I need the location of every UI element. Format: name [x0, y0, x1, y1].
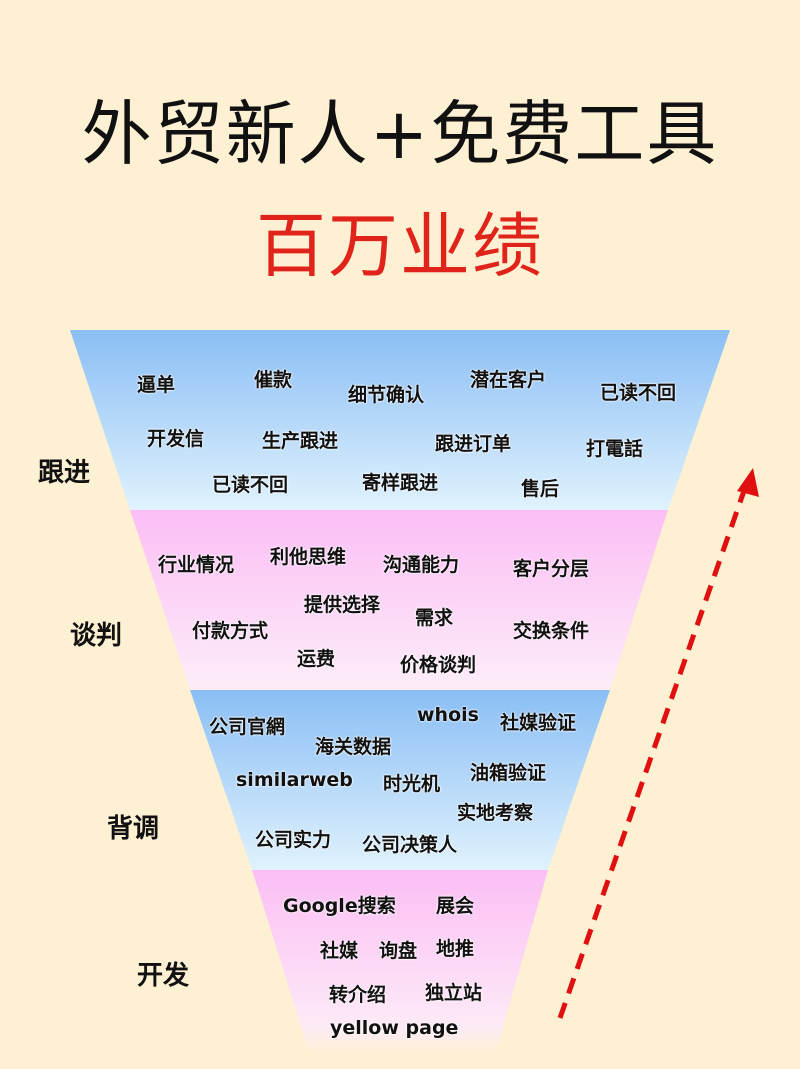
keyword: 需求 — [415, 607, 454, 629]
keyword: 询盘 — [379, 940, 418, 962]
keyword: 已读不回 — [212, 474, 289, 496]
keyword: 付款方式 — [192, 620, 269, 642]
keyword: 时光机 — [383, 773, 441, 795]
keyword: 运费 — [297, 648, 336, 670]
keyword: 社媒 — [320, 940, 359, 962]
funnel-band-background-check — [190, 690, 610, 870]
keyword: 开发信 — [147, 428, 205, 450]
keyword: Google搜索 — [283, 895, 396, 917]
keyword: 跟进订单 — [435, 433, 512, 455]
stage-label-negotiation: 谈判 — [70, 621, 123, 651]
keyword: 利他思维 — [270, 546, 347, 568]
keyword: 交换条件 — [513, 620, 590, 642]
keyword: 油箱验证 — [470, 762, 547, 784]
keyword: 潜在客户 — [470, 369, 547, 391]
keyword: 公司决策人 — [362, 834, 458, 856]
keyword: 独立站 — [425, 982, 483, 1004]
keyword: 行业情况 — [158, 554, 235, 576]
subtitle: 百万业绩 — [256, 205, 544, 287]
keyword: 催款 — [254, 369, 293, 391]
stage-label-development: 开发 — [137, 961, 190, 991]
funnel-band-development — [252, 870, 548, 1055]
funnel-band-follow-up — [70, 330, 730, 510]
arrow-up-icon — [557, 468, 759, 1019]
keyword: 提供选择 — [304, 594, 381, 616]
keyword: 细节确认 — [348, 384, 425, 406]
keyword: similarweb — [236, 769, 353, 791]
keyword: 海关数据 — [315, 736, 392, 758]
keyword: whois — [417, 704, 479, 726]
keyword: 已读不回 — [600, 382, 677, 404]
keyword: 客户分层 — [513, 558, 590, 580]
funnel-band-negotiation — [130, 510, 668, 690]
keyword: 打電話 — [586, 438, 644, 460]
keyword: 展会 — [436, 895, 475, 917]
keyword: yellow page — [330, 1017, 459, 1039]
keyword: 公司官網 — [209, 716, 286, 738]
keyword: 售后 — [521, 478, 560, 500]
keyword: 公司实力 — [255, 829, 332, 851]
keyword: 生产跟进 — [262, 430, 339, 452]
keyword: 实地考察 — [457, 802, 534, 824]
keyword: 沟通能力 — [383, 554, 460, 576]
stage-label-follow-up: 跟进 — [38, 458, 91, 488]
keyword: 地推 — [436, 938, 475, 960]
keyword: 社媒验证 — [500, 712, 577, 734]
keyword: 寄样跟进 — [362, 472, 439, 494]
keyword: 转介绍 — [329, 984, 387, 1006]
keyword: 逼单 — [137, 374, 176, 396]
stage-label-background-check: 背调 — [107, 814, 160, 844]
main-title: 外贸新人+免费工具 — [81, 93, 719, 175]
keyword: 价格谈判 — [400, 654, 477, 676]
